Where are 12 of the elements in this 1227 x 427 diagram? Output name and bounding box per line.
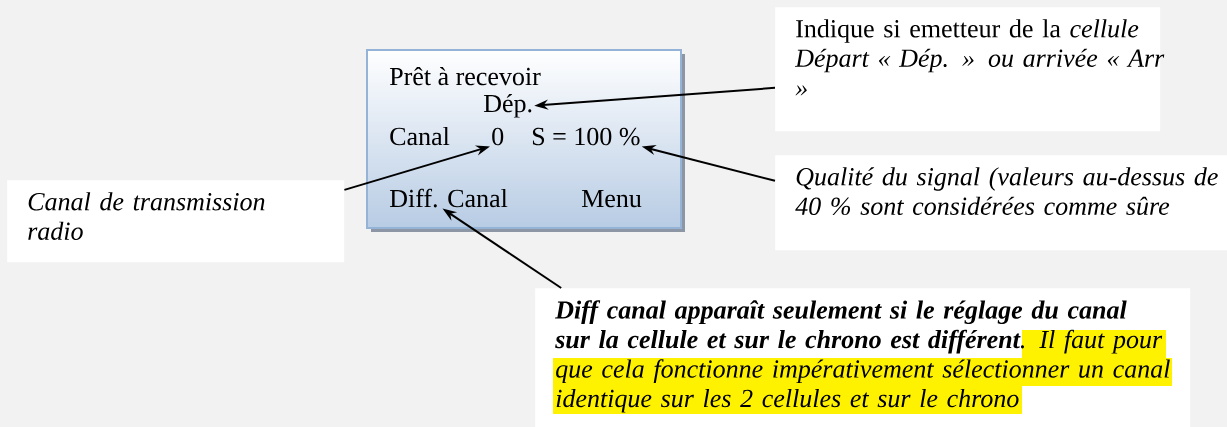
callout-box: Diff canal apparaît seulement si le réglage du canal sur la cellule et sur le chrono est différent. Il faut pour que cela fonctionne impérativement sélectionner un canal identique sur les 2 cellules et sur le chrono [535, 288, 1191, 427]
screen-text: S = 100 % [532, 127, 640, 146]
callout-box: Indique si emetteur de la cellule Départ « Dép. » ou arrivée « Arr » [775, 7, 1165, 132]
screen-text: Dép. [483, 93, 532, 118]
screen-text: Canal [390, 126, 450, 146]
callout-box: Canal de transmission radio [7, 180, 345, 263]
display-screen [366, 49, 685, 232]
screen-text: Diff. Canal [389, 188, 508, 208]
screen-text: 0 [492, 127, 504, 146]
screen-text: Prêt à recevoir [389, 66, 541, 86]
screen-text: Menu [581, 189, 642, 208]
callout-box: Qualité du signal (valeurs au-dessus de 40 % sont considérées comme sûre [775, 155, 1227, 251]
